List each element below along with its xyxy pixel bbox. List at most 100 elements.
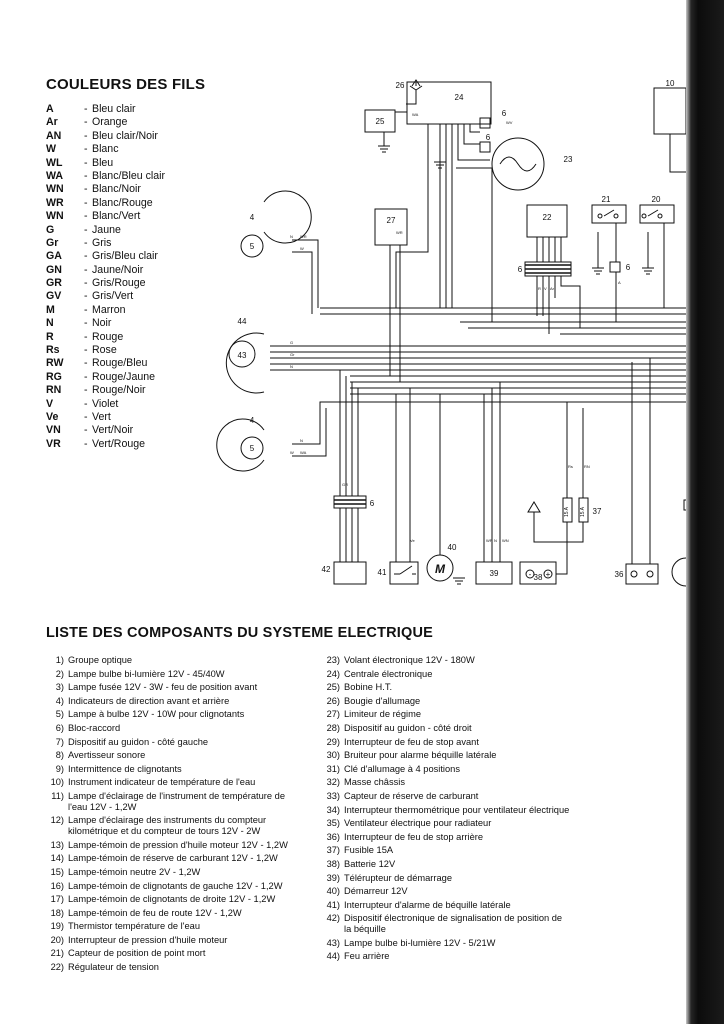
connector-6-edge <box>683 499 686 511</box>
component-list-item: 12)Lampe d'éclairage des instruments du … <box>40 815 300 837</box>
label-37: 37 <box>593 507 602 516</box>
component-list-item: 38)Batterie 12V <box>316 859 571 870</box>
component-number: 13) <box>50 839 64 850</box>
component-description: Thermistor température de l'eau <box>68 921 200 932</box>
component-description: Dispositif au guidon - côté droit <box>344 722 472 733</box>
label-38: 38 <box>534 573 543 582</box>
component-description: Interrupteur de pression d'huile moteur <box>68 934 228 945</box>
wire-code: WR <box>486 538 493 543</box>
component-number: 23) <box>326 655 340 665</box>
component-description: Dispositif au guidon - côté gauche <box>68 736 209 747</box>
color-code: GN <box>46 263 62 276</box>
color-separator: - <box>84 223 88 236</box>
color-separator: - <box>84 236 88 249</box>
wire-code: R <box>538 286 541 291</box>
color-code: RW <box>46 357 64 370</box>
wire-code: WA <box>412 112 419 117</box>
color-name: Gris/Bleu clair <box>92 250 158 263</box>
component-description: Lampe-témoin de clignotants de gauche 12… <box>68 880 283 891</box>
component-description: Centrale électronique <box>344 668 433 679</box>
component-description: Masse châssis <box>344 777 405 788</box>
color-separator: - <box>84 303 88 316</box>
label-25: 25 <box>376 117 385 126</box>
component-list-item: 13)Lampe-témoin de pression d'huile mote… <box>40 840 300 851</box>
color-name: Blanc <box>92 143 119 156</box>
turn-lamp-rear-ring <box>216 418 265 472</box>
color-name: Rouge <box>92 330 124 343</box>
color-separator: - <box>84 357 88 370</box>
color-code: Ve <box>46 410 59 423</box>
color-separator: - <box>84 183 88 196</box>
wire-code: WR <box>396 230 403 235</box>
component-number: 5) <box>55 709 64 720</box>
component-number: 31) <box>326 763 340 774</box>
label-6b: 6 <box>486 133 491 142</box>
color-code: W <box>46 143 56 156</box>
component-list-item: 37)Fusible 15A <box>316 845 571 856</box>
component-description: Interrupteur de feu de stop avant <box>344 736 479 747</box>
label-43: 43 <box>238 351 247 360</box>
component-description: Lampe d'éclairage de l'instrument de tem… <box>68 790 285 812</box>
label-41: 41 <box>378 568 387 577</box>
component-number: 14) <box>50 853 64 864</box>
color-code: WR <box>46 196 64 209</box>
component-list-item: 42)Dispositif électronique de signalisat… <box>316 913 571 935</box>
color-separator: - <box>84 210 88 223</box>
component-list-item: 39)Télérupteur de démarrage <box>316 873 571 884</box>
component-number: 8) <box>55 750 64 761</box>
component-42-box <box>333 561 367 585</box>
wire-code: G <box>290 340 293 345</box>
color-code: GR <box>46 277 62 290</box>
wire-code: Ar <box>550 286 555 291</box>
component-description: Lampe-témoin de réserve de carburant 12V… <box>68 853 278 864</box>
color-name: Vert/Noir <box>92 424 134 437</box>
wire-colors-title: COULEURS DES FILS <box>46 76 206 93</box>
component-list-item: 35)Ventilateur électrique pour radiateur <box>316 818 571 829</box>
component-list-item: 33)Capteur de réserve de carburant <box>316 791 571 802</box>
component-description: Feu arrière <box>344 951 390 962</box>
wire-code: WN <box>502 538 509 543</box>
component-list-item: 20)Interrupteur de pression d'huile mote… <box>40 935 300 946</box>
component-number: 29) <box>326 736 340 747</box>
component-number: 21) <box>50 948 64 959</box>
component-description: Bloc-raccord <box>68 722 121 733</box>
component-number: 17) <box>50 894 64 905</box>
color-name: Bleu <box>92 156 114 169</box>
component-description: Intermittence de clignotants <box>68 763 182 774</box>
component-list-item: 10)Instrument indicateur de température … <box>40 777 300 788</box>
component-24-box <box>406 81 492 125</box>
color-separator: - <box>84 129 88 142</box>
color-code: GV <box>46 290 62 303</box>
color-code: AN <box>46 129 62 142</box>
label-6e: 6 <box>370 499 375 508</box>
component-description: Capteur de réserve de carburant <box>344 790 479 801</box>
component-list-item: 15)Lampe-témoin neutre 2V - 1,2W <box>40 867 300 878</box>
component-number: 2) <box>55 668 64 679</box>
color-name: Violet <box>92 397 119 410</box>
component-description: Dispositif électronique de signalisation… <box>344 913 563 935</box>
label-20: 20 <box>652 195 661 204</box>
turn-lamp-front-bulb <box>240 234 264 258</box>
wire-code: GR <box>342 482 348 487</box>
color-name: Jaune/Noir <box>92 263 144 276</box>
component-description: Télérupteur de démarrage <box>344 872 453 883</box>
color-name: Bleu clair/Noir <box>92 129 158 142</box>
color-separator: - <box>84 370 88 383</box>
color-code: Rs <box>46 344 60 357</box>
color-name: Gris/Vert <box>92 290 134 303</box>
component-description: Limiteur de régime <box>344 709 421 720</box>
component-36-box <box>625 563 659 585</box>
component-description: Lampe-témoin de feu de route 12V - 1,2W <box>68 907 242 918</box>
label-6a: 6 <box>502 109 507 118</box>
color-code: WN <box>46 210 64 223</box>
wire-code: V <box>544 286 547 291</box>
wire-code: A <box>618 280 621 285</box>
color-separator: - <box>84 250 88 263</box>
component-description: Clé d'allumage à 4 positions <box>344 763 460 774</box>
color-code: G <box>46 223 55 236</box>
component-description: Ventilateur électrique pour radiateur <box>344 818 492 829</box>
component-41-box <box>389 561 419 585</box>
rear-lamp-ring <box>225 332 265 394</box>
color-code: WA <box>46 169 64 182</box>
label-40: 40 <box>448 543 457 552</box>
